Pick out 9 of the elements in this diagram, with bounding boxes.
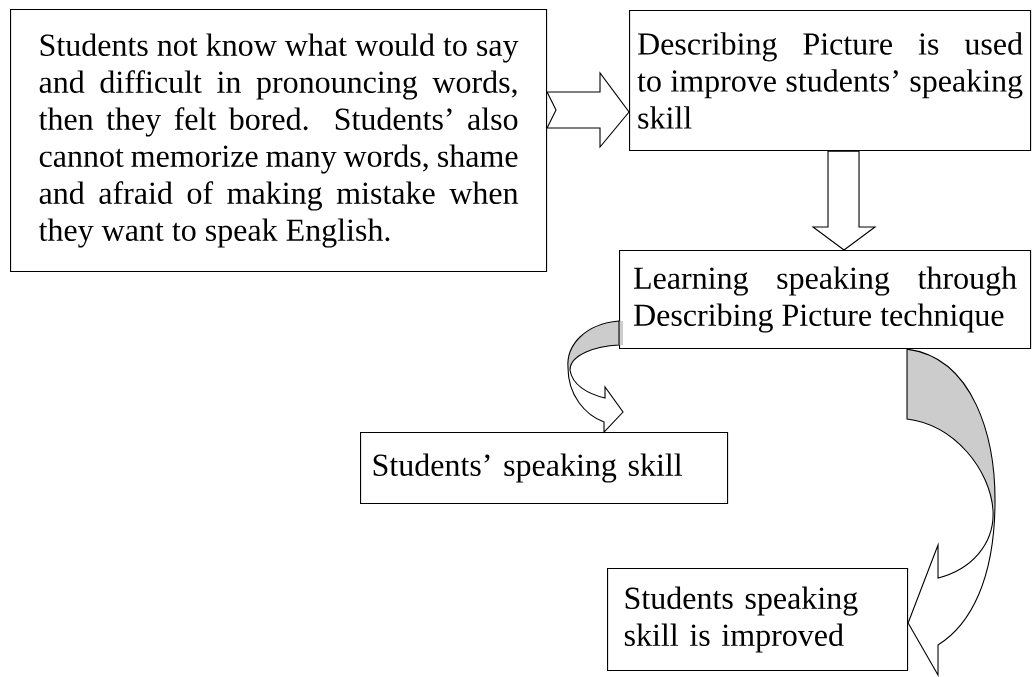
block-arrow	[811, 150, 877, 251]
text-box: Students speaking skill is improved	[607, 568, 909, 672]
block-arrow	[567, 320, 624, 433]
text-box: Learning speaking through Describing Picture technique	[619, 250, 1032, 350]
block-arrow	[546, 71, 630, 149]
text-box: Students not know what would to say and difficult in pronouncing words, then they felt bored. Students’ also cannot memorize many words, shame and afraid of making mistake when they want to speak English.	[10, 9, 548, 273]
text-box: Students’ speaking skill	[360, 432, 729, 505]
text-box: Describing Picture is used to improve students’ speaking skill	[629, 10, 1032, 152]
block-arrow	[906, 348, 996, 676]
